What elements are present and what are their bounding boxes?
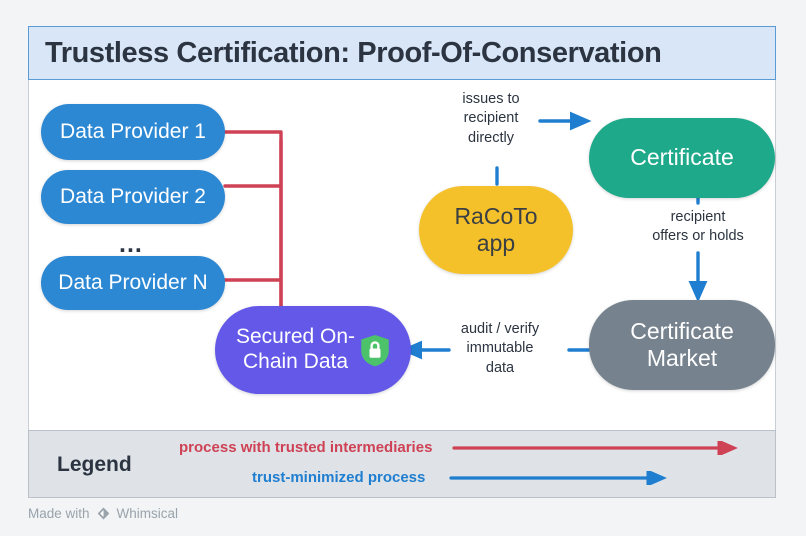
legend-panel: Legend process with trusted intermediari…	[28, 430, 776, 498]
whimsical-logo-icon	[96, 506, 111, 521]
node-data-provider-2[interactable]: Data Provider 2	[41, 170, 225, 224]
node-data-provider-n[interactable]: Data Provider N	[41, 256, 225, 310]
node-data-provider-1[interactable]: Data Provider 1	[41, 104, 225, 160]
node-label: Certificate Market	[630, 317, 734, 371]
node-racoto-app[interactable]: RaCoTo app	[419, 186, 573, 274]
node-label: RaCoTo app	[454, 202, 538, 256]
legend-label-minimized: trust-minimized process	[252, 469, 426, 486]
edge-label-recipient-offers: recipient offers or holds	[652, 209, 744, 245]
edge-label-issues-to-recipient: issues to recipient directly	[462, 91, 520, 146]
diagram-canvas: Data Provider 1 Data Provider 2 ... Data…	[28, 80, 776, 430]
footer-brand-label: Whimsical	[116, 506, 179, 521]
legend-row-trusted: process with trusted intermediaries	[179, 439, 742, 456]
node-label: Data Provider N	[58, 270, 208, 294]
legend-row-minimized: trust-minimized process	[252, 469, 671, 486]
shield-lock-icon	[360, 334, 390, 367]
legend-arrow-red	[452, 440, 739, 455]
node-certificate-market[interactable]: Certificate Market	[589, 300, 775, 390]
diagram-title-bar: Trustless Certification: Proof-Of-Conser…	[28, 26, 776, 80]
page-title: Trustless Certification: Proof-Of-Conser…	[45, 36, 662, 69]
node-label: Data Provider 2	[60, 184, 206, 208]
node-label: Secured On- Chain Data	[235, 325, 356, 373]
edge-label-audit-verify: audit / verify immutable data	[460, 321, 540, 376]
node-secured-on-chain-data[interactable]: Secured On- Chain Data	[215, 306, 411, 394]
provider-ellipsis: ...	[119, 230, 143, 258]
node-label: Data Provider 1	[60, 119, 206, 143]
diagram-board: Trustless Certification: Proof-Of-Conser…	[28, 26, 776, 498]
node-certificate[interactable]: Certificate	[589, 118, 775, 198]
connector-layer	[223, 111, 708, 360]
red-flow-provider1	[223, 130, 283, 314]
legend-label-trusted: process with trusted intermediaries	[179, 439, 433, 456]
legend-title: Legend	[57, 453, 132, 476]
node-label: Certificate	[630, 144, 734, 171]
legend-arrow-blue	[449, 470, 668, 485]
footer-attribution: Made with Whimsical	[28, 506, 178, 521]
footer-made-with-label: Made with	[28, 506, 90, 521]
